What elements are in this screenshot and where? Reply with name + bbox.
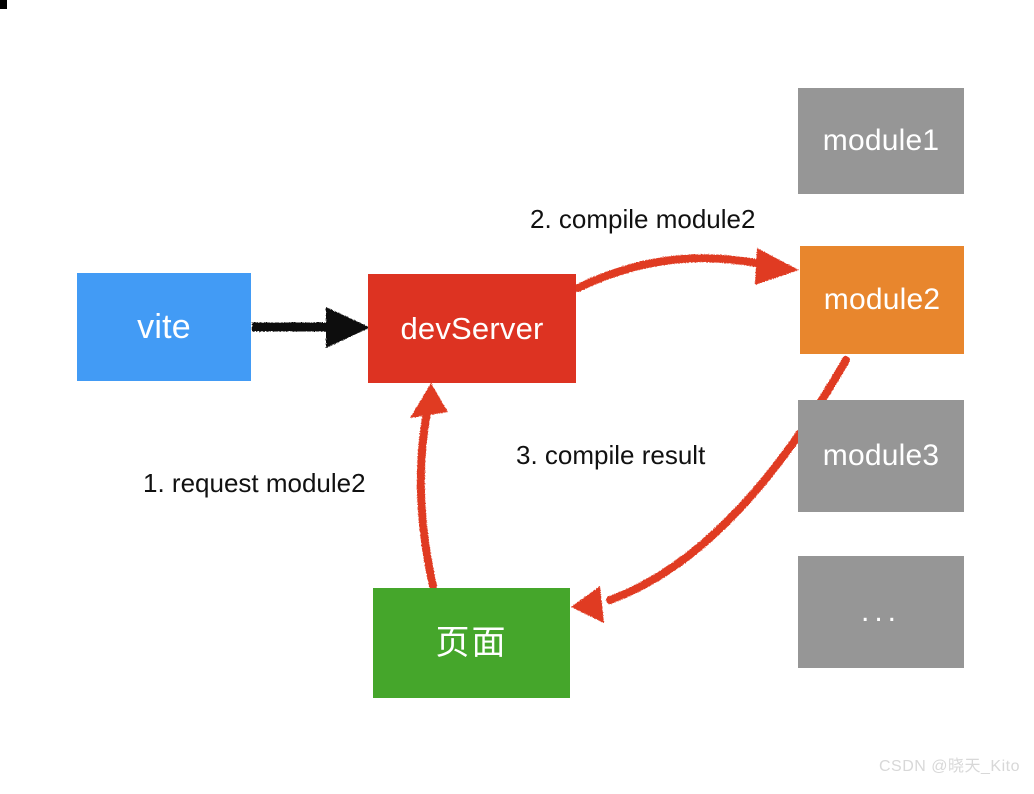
- edge-label-request-module2: 1. request module2: [143, 468, 366, 498]
- edge-label-compile-result: 3. compile result: [516, 440, 706, 470]
- node-page-label: 页面: [435, 624, 508, 662]
- node-module2[interactable]: module2: [800, 246, 964, 354]
- corner-marker: [0, 0, 7, 9]
- node-devserver[interactable]: devServer: [368, 274, 576, 383]
- node-devserver-label: devServer: [400, 311, 544, 346]
- arrow-devserver-to-module2: [574, 248, 799, 292]
- edge-label-compile-module2: 2. compile module2: [530, 204, 756, 234]
- node-module2-label: module2: [823, 283, 941, 316]
- node-more-modules-label: ...: [860, 595, 901, 628]
- node-vite[interactable]: vite: [77, 273, 251, 381]
- watermark: CSDN @晓天_Kito: [879, 758, 1020, 775]
- node-page[interactable]: 页面: [373, 588, 570, 698]
- node-more-modules[interactable]: ...: [798, 556, 964, 668]
- node-module1[interactable]: module1: [798, 88, 964, 194]
- arrow-vite-to-devserver: [252, 307, 370, 348]
- arrow-page-to-devserver: [410, 383, 448, 590]
- node-module3[interactable]: module3: [798, 400, 964, 512]
- node-module1-label: module1: [822, 124, 940, 157]
- node-vite-label: vite: [137, 308, 191, 346]
- node-module3-label: module3: [822, 439, 940, 472]
